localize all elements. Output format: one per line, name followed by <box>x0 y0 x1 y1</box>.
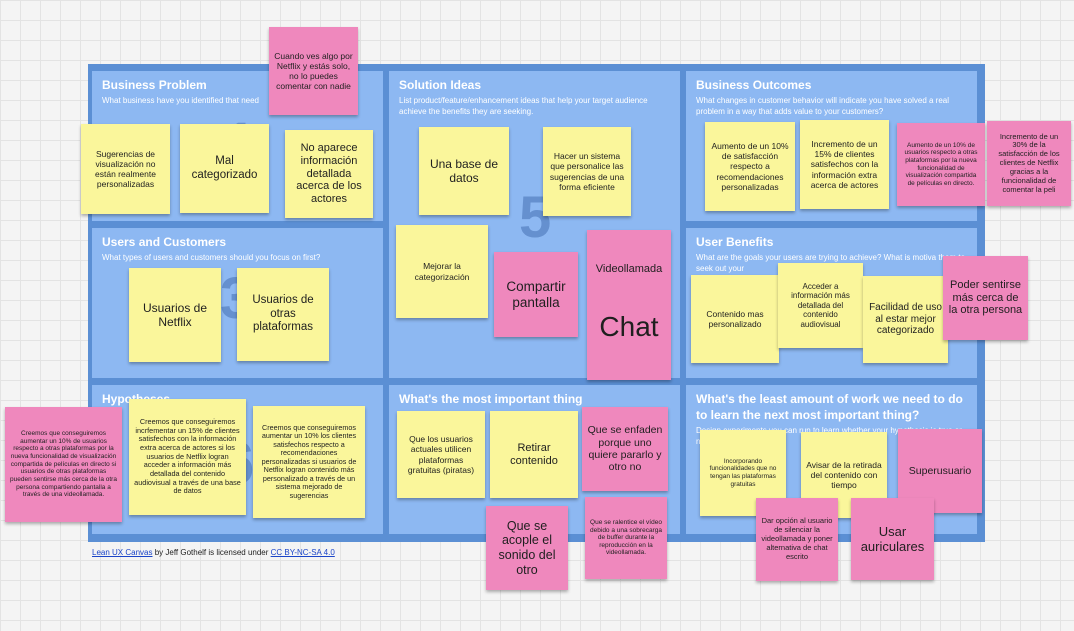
sticky-note[interactable]: Creemos que conseguiremos incrfementar u… <box>129 399 246 515</box>
license-link[interactable]: CC BY-NC-SA 4.0 <box>270 548 335 557</box>
section-subtitle: What are the goals your users are trying… <box>696 253 966 273</box>
sticky-note[interactable]: Usuarios de otras plataformas <box>237 268 329 361</box>
sticky-note[interactable]: Cuando ves algo por Netflix y estás solo… <box>269 27 358 115</box>
sticky-note[interactable]: No aparece información detallada acerca … <box>285 130 373 218</box>
sticky-note[interactable]: Facilidad de uso al estar mejor categori… <box>863 276 948 363</box>
section-title: What's the most important thing <box>399 392 583 406</box>
sticky-note[interactable]: Retirar contenido <box>490 411 578 498</box>
section-title: What's the least amount of work we need … <box>696 392 963 422</box>
sticky-note[interactable]: Dar opción al usuario de silenciar la vi… <box>756 498 838 581</box>
sticky-note[interactable]: Que se acople el sonido del otro <box>486 506 568 590</box>
section-subtitle: What changes in customer behavior will i… <box>696 96 950 116</box>
sticky-note[interactable]: Incremento de un 30% de la satisfacción … <box>987 121 1071 206</box>
lean-ux-canvas-link[interactable]: Lean UX Canvas <box>92 548 153 557</box>
sticky-note[interactable]: Que se ralentice el vídeo debido a una s… <box>585 497 667 579</box>
section-title: User Benefits <box>696 235 774 249</box>
sticky-note[interactable]: Mal categorizado <box>180 124 269 213</box>
section-subtitle: What business have you identified that n… <box>102 96 259 105</box>
sticky-note[interactable]: Acceder a información más detallada del … <box>778 263 863 348</box>
sticky-note[interactable]: Usar auriculares <box>851 498 934 580</box>
sticky-note[interactable]: Usuarios de Netflix <box>129 268 221 362</box>
sticky-note[interactable]: Creemos que conseguiremos aumentar un 10… <box>5 407 122 522</box>
section-title: Business Problem <box>102 78 207 92</box>
sticky-note[interactable]: Aumento de un 10% de satisfacción respec… <box>705 122 795 211</box>
sticky-note[interactable]: Aumento de un 10% de usuarios respecto a… <box>897 123 985 206</box>
sticky-note[interactable]: Contenido mas personalizado <box>691 275 779 363</box>
sticky-note[interactable]: Sugerencias de visualización no están re… <box>81 124 170 214</box>
section-title: Business Outcomes <box>696 78 812 92</box>
sticky-note[interactable]: Incremento de un 15% de clientes satisfe… <box>800 120 889 209</box>
sticky-note[interactable]: Creemos que conseguiremos aumentar un 10… <box>253 406 365 518</box>
sticky-note[interactable]: Videollamada Chat <box>587 230 671 380</box>
section-subtitle: What types of users and customers should… <box>102 253 321 262</box>
section-title: Solution Ideas <box>399 78 482 92</box>
section-subtitle: List product/feature/enhancement ideas t… <box>399 96 648 116</box>
note-text: Videollamada <box>595 263 663 275</box>
sticky-note[interactable]: Poder sentirse más cerca de la otra pers… <box>943 256 1028 340</box>
note-text: Chat <box>599 310 659 342</box>
sticky-note[interactable]: Una base de datos <box>419 127 509 215</box>
section-title: Users and Customers <box>102 235 227 249</box>
sticky-note[interactable]: Hacer un sistema que personalice las sug… <box>543 127 631 216</box>
sticky-note[interactable]: Que se enfaden porque uno quiere pararlo… <box>582 407 668 491</box>
sticky-note[interactable]: Compartir pantalla <box>494 252 578 337</box>
license-footer: Lean UX Canvas by Jeff Gothelf is licens… <box>92 548 335 557</box>
sticky-note[interactable]: Mejorar la categorización <box>396 225 488 318</box>
license-text: by Jeff Gothelf is licensed under <box>152 548 271 557</box>
sticky-note[interactable]: Que los usuarios actuales utilicen plata… <box>397 411 485 498</box>
